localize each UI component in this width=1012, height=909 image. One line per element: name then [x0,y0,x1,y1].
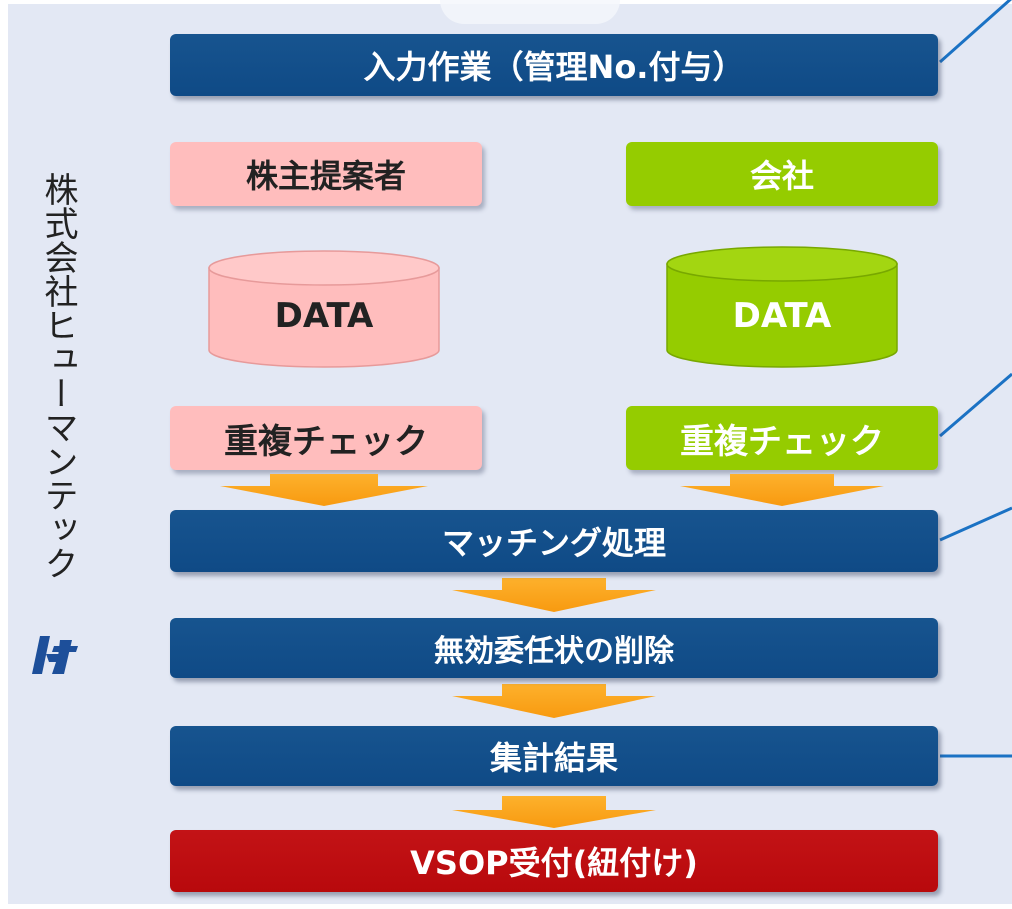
shareholder-database: DATA [208,250,440,368]
company-label: 会社 [749,157,814,195]
company-database-label: DATA [732,296,832,336]
company-check-label: 重複チェック [680,421,884,462]
company-check-box: 重複チェック [626,406,938,470]
input-step-label: 入力作業（管理No.付与） [363,48,745,86]
shareholder-database-label: DATA [274,296,374,336]
shareholder-label-box: 株主提案者 [170,142,482,206]
database-icon [666,246,898,368]
matching-step-box: マッチング処理 [170,510,938,572]
company-label-box: 会社 [626,142,938,206]
vsop-step-box: VSOP受付(紐付け) [170,830,938,892]
totals-step-box: 集計結果 [170,726,938,786]
totals-step-label: 集計結果 [489,739,618,777]
company-name: 株式会社ヒューマンテック [38,172,78,580]
company-database: DATA [666,246,898,368]
top-highlight [440,0,620,24]
vsop-step-label: VSOP受付(紐付け) [410,844,698,882]
company-logo-icon [32,636,78,674]
matching-step-label: マッチング処理 [441,524,666,562]
shareholder-check-box: 重複チェック [170,406,482,470]
shareholder-check-label: 重複チェック [224,421,428,462]
shareholder-label: 株主提案者 [245,157,406,195]
delete-invalid-step-label: 無効委任状の削除 [434,634,674,669]
delete-invalid-step-box: 無効委任状の削除 [170,618,938,678]
input-step-box: 入力作業（管理No.付与） [170,34,938,96]
database-icon [208,250,440,368]
